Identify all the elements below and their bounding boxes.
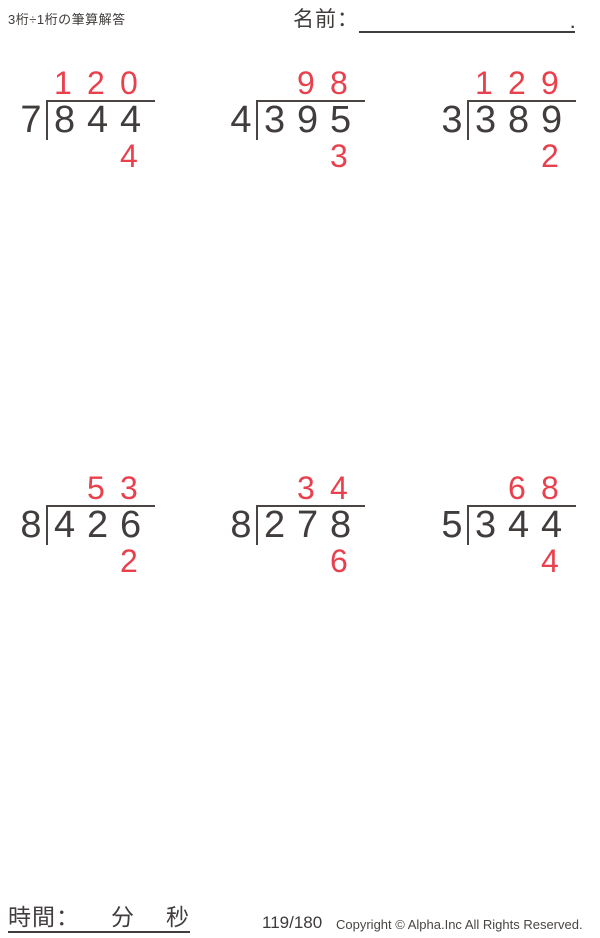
remainder-digit: 2 (120, 543, 138, 579)
quotient-digit: 3 (120, 470, 138, 506)
division-problem-3: 1 2 9 3 3 8 9 2 (437, 65, 576, 174)
remainder-row: 6 (330, 543, 365, 579)
division-problem-1: 1 2 0 7 8 4 4 4 (16, 65, 155, 174)
name-blank-line: . (359, 4, 575, 33)
divisor: 3 (441, 99, 463, 141)
remainder-row: 4 (541, 543, 576, 579)
division-row: 5 3 4 4 (437, 505, 576, 545)
remainder-digit: 3 (330, 138, 348, 174)
divisor: 4 (230, 99, 252, 141)
quotient-digit: 2 (508, 65, 526, 101)
division-row: 7 8 4 4 (16, 100, 155, 140)
dividend-digit: 7 (297, 504, 319, 546)
dividend-digit: 9 (541, 99, 563, 141)
page-title: 3桁÷1桁の筆算解答 (8, 12, 126, 27)
name-line-period: . (570, 15, 575, 32)
dividend-digit: 2 (87, 504, 109, 546)
remainder-row: 3 (330, 138, 365, 174)
division-row: 4 3 9 5 (226, 100, 365, 140)
dividend-digit: 3 (264, 99, 286, 141)
seconds-label: 秒 (166, 904, 190, 930)
quotient-digit: 4 (330, 470, 348, 506)
quotient-digit: 3 (297, 470, 315, 506)
division-bracket: 8 4 4 (46, 100, 155, 140)
division-bracket: 4 2 6 (46, 505, 155, 545)
division-row: 8 2 7 8 (226, 505, 365, 545)
quotient-digit (475, 473, 508, 504)
dividend-digit: 8 (330, 504, 352, 546)
name-field: 名前： . (293, 4, 575, 33)
division-bracket: 3 8 9 (467, 100, 576, 140)
time-label: 時間： (8, 904, 80, 930)
dividend-digit: 4 (541, 504, 563, 546)
dividend-digit: 9 (297, 99, 319, 141)
minutes-label: 分 (111, 904, 135, 930)
division-problem-5: 3 4 8 2 7 8 6 (226, 470, 365, 579)
dividend-digit: 8 (508, 99, 530, 141)
page-number: 119/180 (262, 913, 323, 932)
remainder-row: 2 (120, 543, 155, 579)
dividend-digit: 4 (120, 99, 142, 141)
divisor: 8 (20, 504, 42, 546)
remainder-row: 4 (120, 138, 155, 174)
quotient-digit (264, 68, 297, 99)
dividend-digit: 4 (508, 504, 530, 546)
divisor: 5 (441, 504, 463, 546)
remainder-digit: 2 (541, 138, 559, 174)
quotient-digit: 8 (541, 470, 559, 506)
dividend-digit: 8 (54, 99, 76, 141)
division-bracket: 2 7 8 (256, 505, 365, 545)
dividend-digit: 3 (475, 504, 497, 546)
division-bracket: 3 9 5 (256, 100, 365, 140)
quotient-digit: 5 (87, 470, 105, 506)
division-row: 8 4 2 6 (16, 505, 155, 545)
copyright-text: Copyright © Alpha.Inc All Rights Reserve… (336, 917, 583, 932)
dividend-digit: 2 (264, 504, 286, 546)
quotient-digit: 1 (475, 65, 493, 101)
divisor: 7 (20, 99, 42, 141)
quotient-row: 1 2 0 (54, 65, 155, 101)
dividend-digit: 6 (120, 504, 142, 546)
quotient-row: 5 3 (54, 470, 155, 506)
quotient-digit: 9 (541, 65, 559, 101)
quotient-digit: 1 (54, 65, 72, 101)
dividend-digit: 3 (475, 99, 497, 141)
name-label: 名前： (293, 8, 359, 31)
division-problem-2: 9 8 4 3 9 5 3 (226, 65, 365, 174)
quotient-digit (264, 473, 297, 504)
remainder-digit: 6 (330, 543, 348, 579)
dividend-digit: 4 (87, 99, 109, 141)
remainder-digit: 4 (120, 138, 138, 174)
time-field: 時間： 分 秒 (8, 901, 190, 933)
division-row: 3 3 8 9 (437, 100, 576, 140)
dividend-digit: 5 (330, 99, 352, 141)
quotient-digit: 2 (87, 65, 105, 101)
remainder-digit: 4 (541, 543, 559, 579)
division-bracket: 3 4 4 (467, 505, 576, 545)
quotient-digit: 8 (330, 65, 348, 101)
quotient-digit (54, 473, 87, 504)
quotient-row: 9 8 (264, 65, 365, 101)
division-problem-4: 5 3 8 4 2 6 2 (16, 470, 155, 579)
divisor: 8 (230, 504, 252, 546)
quotient-row: 6 8 (475, 470, 576, 506)
division-problem-6: 6 8 5 3 4 4 4 (437, 470, 576, 579)
dividend-digit: 4 (54, 504, 76, 546)
quotient-row: 1 2 9 (475, 65, 576, 101)
quotient-digit: 6 (508, 470, 526, 506)
quotient-digit: 0 (120, 65, 138, 101)
quotient-row: 3 4 (264, 470, 365, 506)
quotient-digit: 9 (297, 65, 315, 101)
remainder-row: 2 (541, 138, 576, 174)
